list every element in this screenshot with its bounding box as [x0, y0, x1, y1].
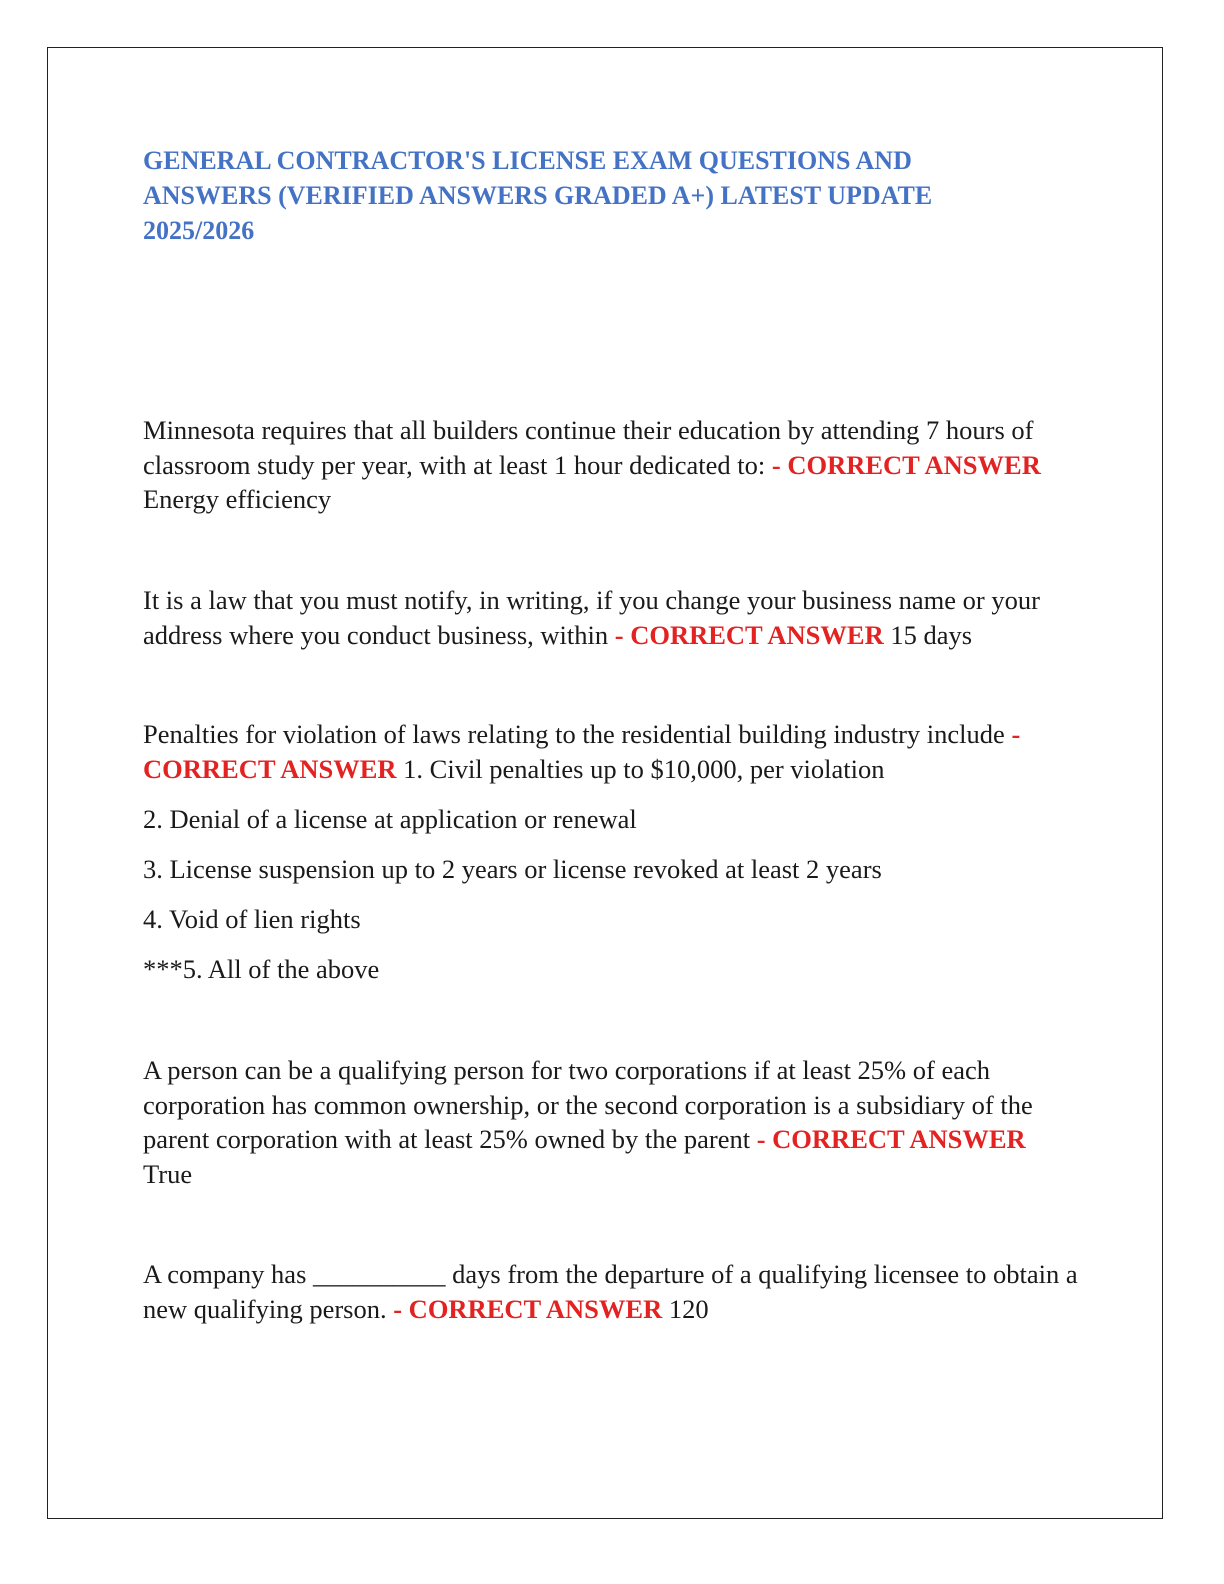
correct-answer-label: - CORRECT ANSWER	[771, 449, 1041, 480]
answer-text: 1. Civil penalties up to $10,000, per vi…	[403, 753, 885, 784]
page-border	[47, 47, 1163, 1519]
answer-text: True	[143, 1158, 193, 1189]
answer-text: 15 days	[890, 619, 973, 650]
question-text: A person can be a qualifying person for …	[143, 1055, 1033, 1154]
answer-text: 120	[668, 1293, 709, 1324]
correct-answer-label: - CORRECT ANSWER	[614, 619, 884, 650]
list-item: 3. License suspension up to 2 years or l…	[143, 854, 882, 884]
document-title: GENERAL CONTRACTOR'S LICENSE EXAM QUESTI…	[143, 146, 933, 245]
qa-item-3: Penalties for violation of laws relating…	[143, 717, 1078, 786]
qa-item-2: It is a law that you must notify, in wri…	[143, 583, 1078, 652]
correct-answer-label: - CORRECT ANSWER	[143, 719, 1021, 784]
list-item: 2. Denial of a license at application or…	[143, 804, 637, 834]
correct-answer-label: - CORRECT ANSWER	[756, 1124, 1026, 1154]
qa-item-1: Minnesota requires that all builders con…	[143, 413, 1078, 517]
question-text: A company has __________ days from the d…	[143, 1259, 1078, 1324]
qa-item-5: A company has __________ days from the d…	[143, 1257, 1078, 1326]
question-text: Penalties for violation of laws relating…	[143, 719, 1005, 749]
question-text: Minnesota requires that all builders con…	[143, 415, 1034, 480]
list-item: 4. Void of lien rights	[143, 904, 361, 934]
list-item: ***5. All of the above	[143, 954, 380, 984]
qa-item-4: A person can be a qualifying person for …	[143, 1053, 1078, 1191]
correct-answer-label: - CORRECT ANSWER	[393, 1293, 663, 1324]
answer-text: Energy efficiency	[143, 484, 332, 514]
question-text: It is a law that you must notify, in wri…	[143, 585, 1040, 650]
